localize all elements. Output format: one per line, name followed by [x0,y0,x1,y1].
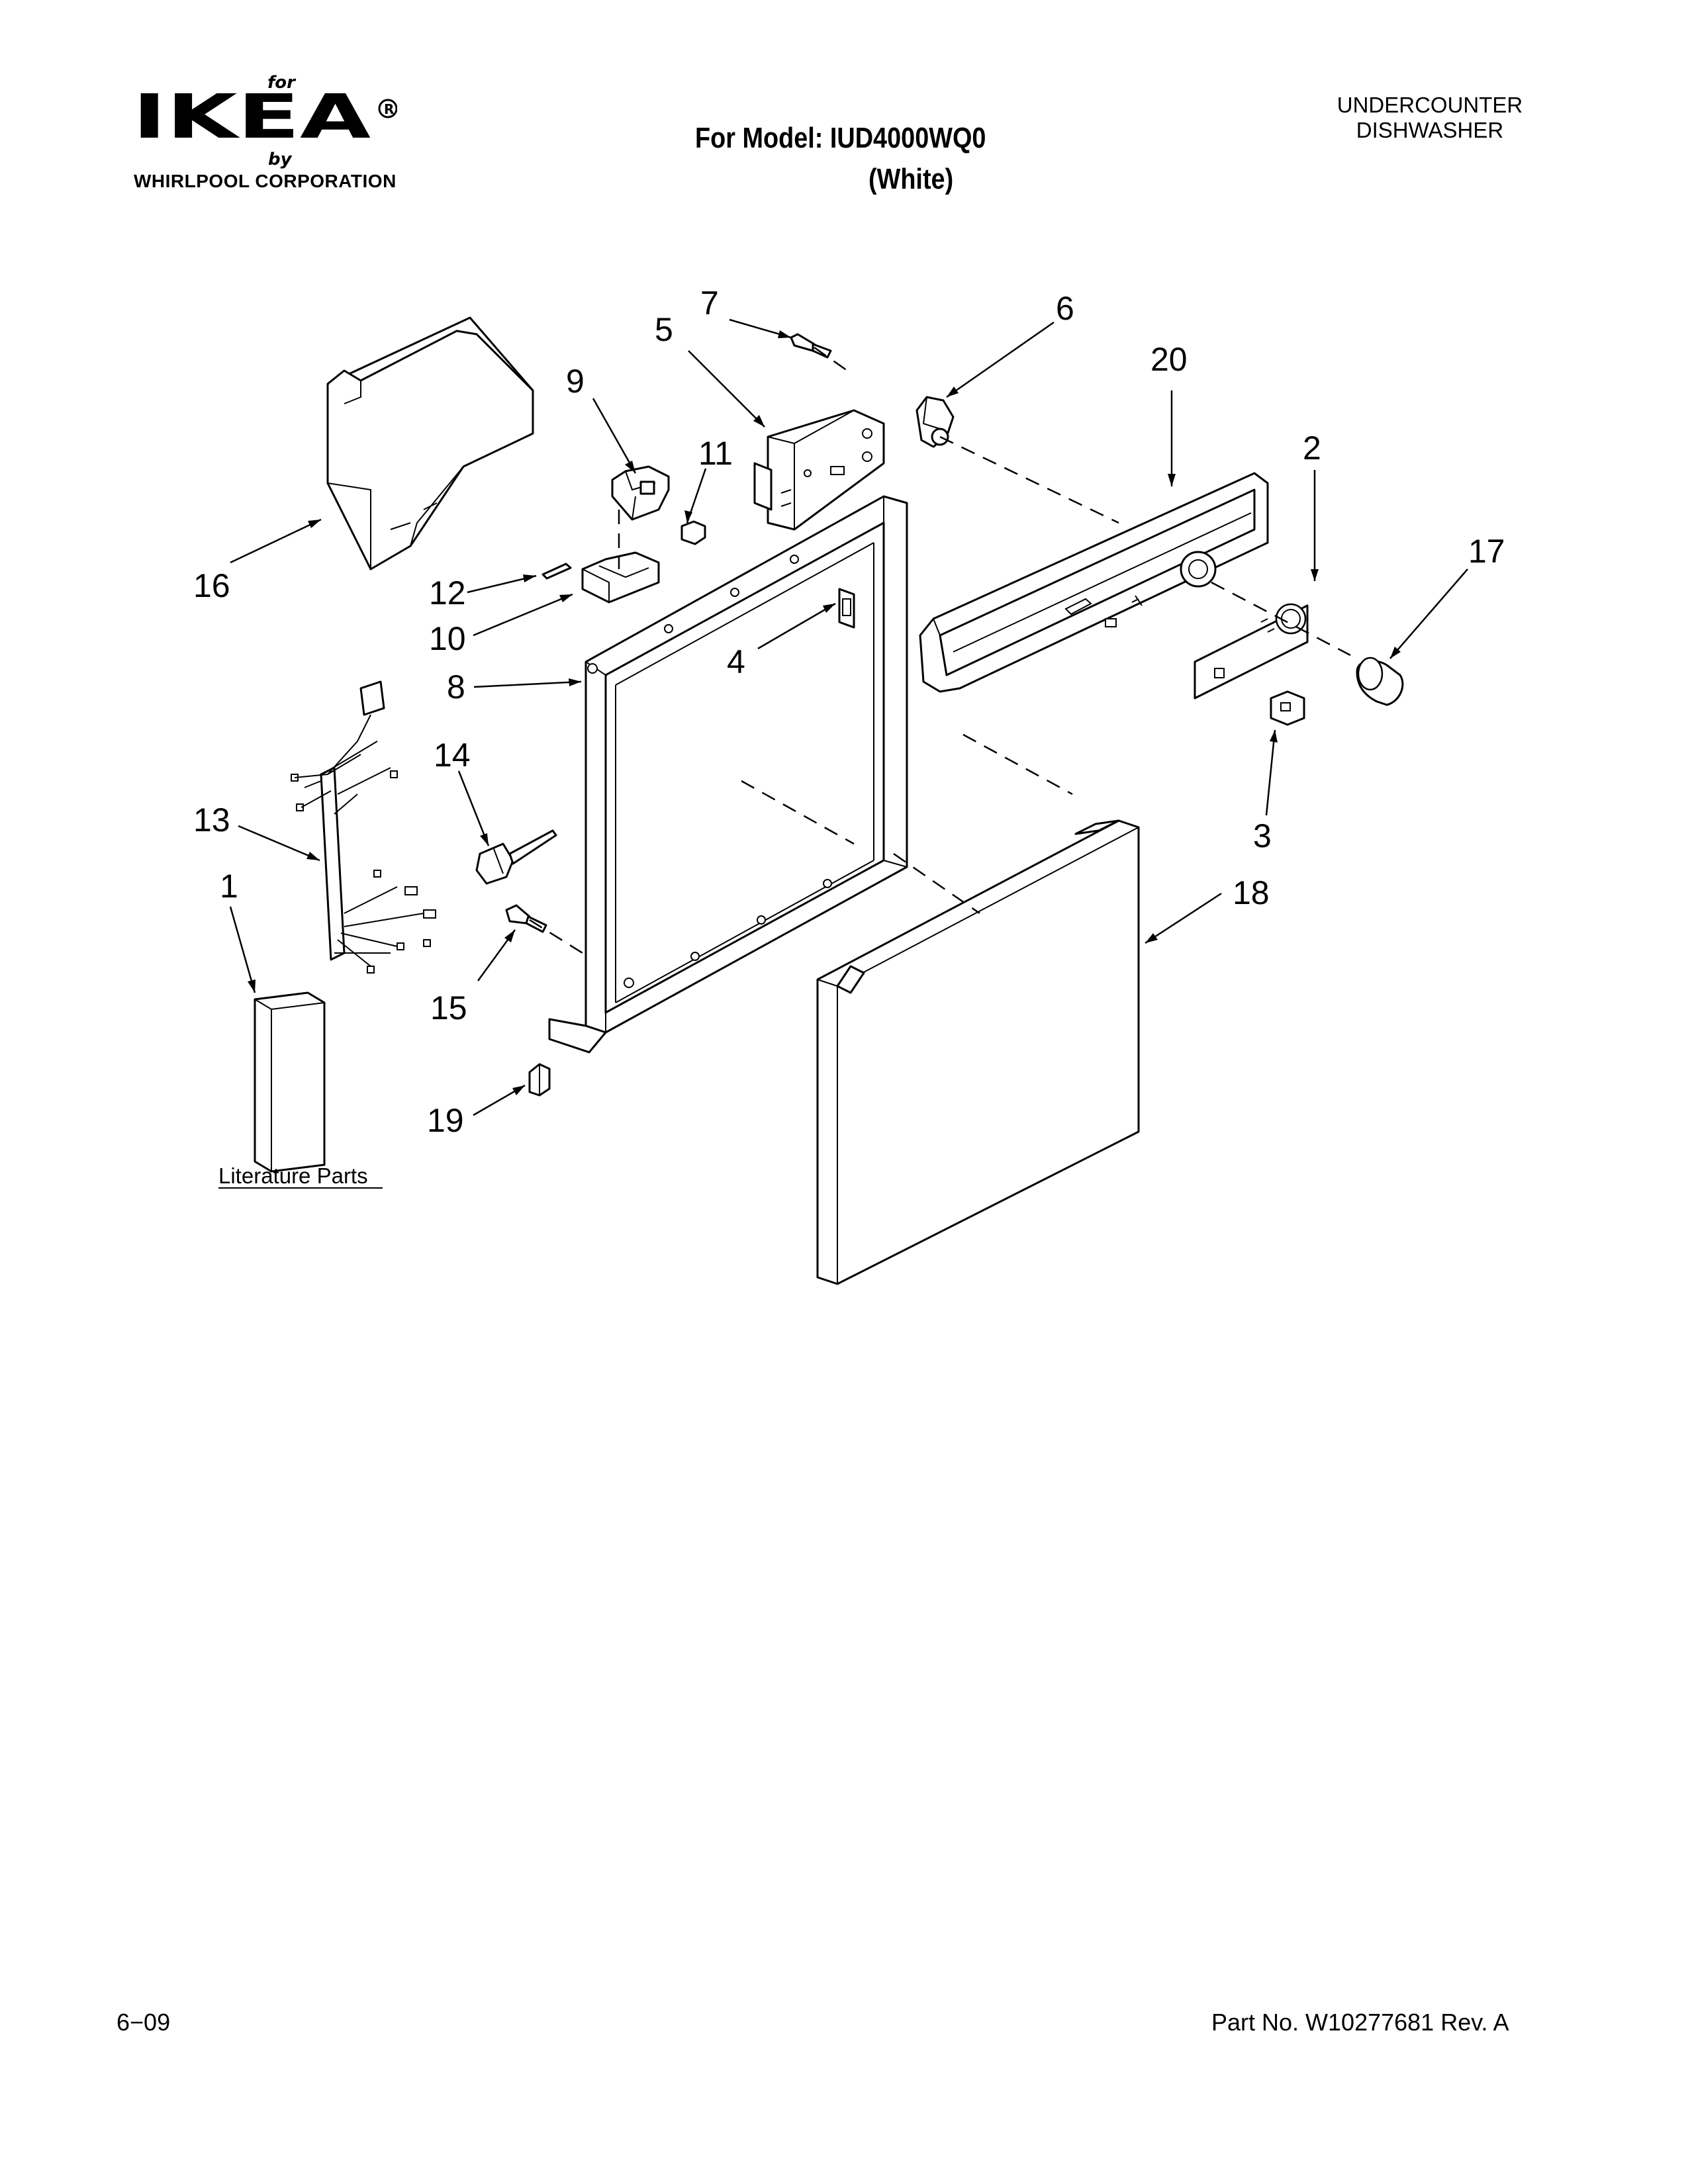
part-19-clip [528,1063,551,1097]
part-17-knob [1356,657,1404,706]
callout-17: 17 [1468,533,1505,570]
svg-text:IKEA: IKEA [132,90,371,143]
part-1-manual [254,991,326,1173]
brand-corporation: WHIRLPOOL CORPORATION [134,171,397,191]
part-13-wire-harness [291,680,436,974]
callout-8: 8 [447,668,465,705]
part-11-switch [680,520,706,545]
part-14-sensor [475,829,557,885]
literature-parts-label: Literature Parts [218,1163,368,1188]
part-10-bracket [581,551,660,604]
ikea-logo: IKEA R [132,90,397,143]
part-3-button [1270,690,1305,726]
callout-6: 6 [1056,290,1074,327]
callout-9: 9 [566,363,585,400]
product-type-line2: DISHWASHER [1356,118,1504,142]
model-color: (White) [868,163,954,195]
part-20-console [919,472,1269,693]
part-7-screw [790,333,832,359]
brand-for-text: for [267,73,295,93]
part-number: Part No. W10277681 Rev. A [1211,2009,1509,2036]
part-12-strip [541,563,572,580]
part-9-bracket [611,465,670,521]
callout-10: 10 [429,620,466,657]
product-type-line1: UNDERCOUNTER [1336,93,1523,117]
callout-13: 13 [193,801,230,839]
callout-2: 2 [1303,430,1321,467]
part-18-door-panel [816,819,1140,1285]
callout-20: 20 [1150,341,1188,378]
callout-7: 7 [700,285,719,322]
callout-19: 19 [427,1102,464,1139]
part-2-overlay [1194,603,1309,700]
callout-16: 16 [193,567,230,604]
callout-11: 11 [698,435,733,472]
part-15-screw [505,904,547,933]
part-6-latch-cam [915,396,955,448]
callout-1: 1 [220,868,238,905]
callout-18: 18 [1233,874,1270,911]
callout-12: 12 [429,574,466,612]
callout-14: 14 [434,737,471,774]
brand-by-text: by [268,150,292,169]
callout-15: 15 [430,989,467,1026]
callout-4: 4 [727,643,745,680]
model-number: For Model: IUD4000WQ0 [695,122,986,154]
callout-5: 5 [655,311,673,348]
part-16-top-cover [326,316,534,570]
revision-date: 6−09 [117,2009,171,2036]
svg-text:R: R [384,101,394,117]
callout-3: 3 [1253,817,1272,854]
part-8-door-frame [548,495,908,1054]
part-5-latch-bracket [753,409,885,531]
